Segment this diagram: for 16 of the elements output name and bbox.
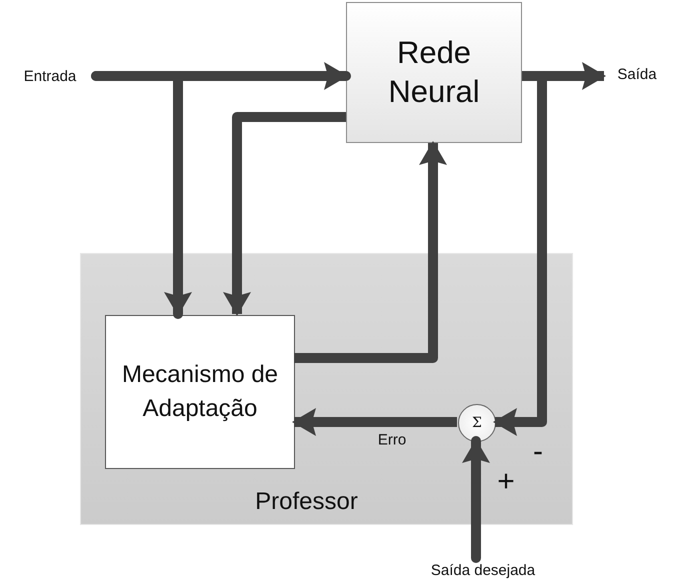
edge-label: Erro xyxy=(378,432,406,448)
band-title: Professor xyxy=(255,488,358,516)
arrow xyxy=(462,436,490,563)
process-box: Rede Neural xyxy=(346,2,522,143)
signal-label: Saída xyxy=(604,62,670,86)
arrow xyxy=(292,408,457,436)
edge-label: + xyxy=(497,467,515,497)
arrow xyxy=(91,71,192,319)
arrow xyxy=(223,112,346,316)
summing-junction: Σ xyxy=(458,404,496,442)
edge-label: - xyxy=(533,437,543,467)
group-band xyxy=(80,253,573,525)
signal-label: Saída desejada xyxy=(412,558,554,582)
signal-label: Entrada xyxy=(6,64,94,88)
process-box: Mecanismo de Adaptação xyxy=(105,315,295,469)
arrow xyxy=(294,141,447,363)
